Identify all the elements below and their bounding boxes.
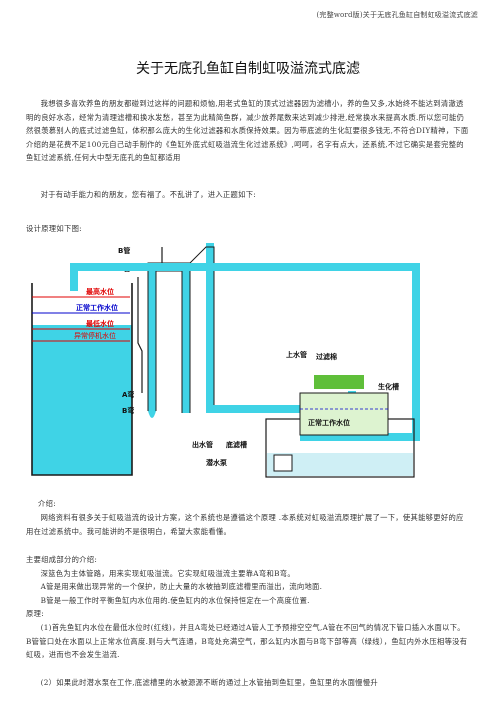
label-abnormal-level: 异常停机水位	[74, 331, 116, 340]
label-min-level: 最低水位	[86, 319, 114, 328]
filter-mesh	[314, 375, 364, 389]
principle-heading: 设计原理如下图:	[26, 224, 82, 233]
components-heading: 主要组成部分的介绍:	[26, 555, 98, 564]
label-up-pipe: 上水管	[286, 350, 307, 359]
bio-tank	[299, 392, 389, 436]
tank-water	[32, 325, 132, 475]
label-b-pipe: B管	[118, 246, 130, 255]
a-bend-lower	[148, 411, 156, 418]
siphon-outer-leg	[182, 263, 190, 413]
intro2-paragraph: 网络资料有很多关于虹吸溢流的设计方案，这个系统也是遵循这个原理 .本系统对虹吸溢…	[26, 513, 464, 536]
a-pipe	[137, 277, 143, 393]
components-line3: B管是一般工作时平衡鱼缸内水位用的.使鱼缸内的水位保持恒定在一个高度位置.	[40, 596, 310, 605]
up-pipe-drop	[70, 263, 78, 291]
label-bio-tank: 生化槽	[378, 382, 399, 391]
up-pipe-bottom	[300, 433, 420, 441]
up-pipe-right	[412, 263, 420, 433]
components-line2: A管是用来做出现异常的一个保护，防止大量的水被抽到底滤槽里而溢出，流向地面.	[40, 582, 323, 591]
label-b-bend: B弯	[122, 406, 134, 415]
principle-paragraph-1: (1)首先鱼缸内水位在最低水位时(红线)，并且A弯处已经通过A管人工予预排空空气…	[26, 623, 468, 660]
label-sump: 底滤槽	[226, 440, 247, 449]
label-max-level: 最高水位	[86, 287, 114, 296]
running-header: (完整word版)关于无底孔鱼缸自制虹吸溢流式底滤	[316, 11, 478, 19]
label-pump: 潜水泵	[206, 458, 227, 467]
document-title: 关于无底孔鱼缸自制虹吸溢流式底滤	[136, 61, 360, 77]
intro-paragraph: 我想很多喜欢养鱼的朋友都碰到过这样的问题和烦恼,用老式鱼缸的顶式过滤器因为滤槽小…	[26, 99, 469, 163]
siphon-inner-leg	[148, 263, 156, 411]
pump-box	[273, 454, 293, 472]
siphon-inner-outline	[155, 270, 183, 413]
label-tank-normal-level: 正常工作水位	[308, 418, 350, 427]
handy-paragraph: 对于有动手能力和的朋友，您有福了。不乱讲了，进入正题如下:	[40, 190, 257, 199]
up-pipe-top	[70, 263, 420, 271]
intro2-heading: 介绍:	[38, 499, 56, 508]
label-filter-mesh: 过滤棉	[316, 352, 337, 361]
principle-section-heading: 原理:	[26, 609, 44, 618]
outlet-horizontal	[206, 405, 356, 413]
siphon-overflow-diagram: 最高水位 正常工作水位 最低水位 异常停机水位 B管 A管 A弯 B弯 上水管	[31, 243, 420, 478]
principle-paragraph-2: (2）如果此时潜水泵在工作,底滤槽里的水被源源不断的通过上水管抽到鱼缸里，鱼缸里…	[40, 678, 378, 687]
label-a-bend: A弯	[122, 390, 134, 399]
sump-water	[267, 453, 413, 476]
label-normal-level: 正常工作水位	[76, 303, 118, 312]
label-outlet: 出水管	[192, 440, 213, 449]
outlet-tube	[206, 243, 214, 413]
outlet-tube-outline	[189, 246, 215, 413]
components-line1: 深篮色为主体管路，用来实现虹吸溢流。它实现虹吸溢流主要靠A弯和B弯。	[40, 569, 295, 578]
fish-tank-wall	[31, 283, 133, 476]
